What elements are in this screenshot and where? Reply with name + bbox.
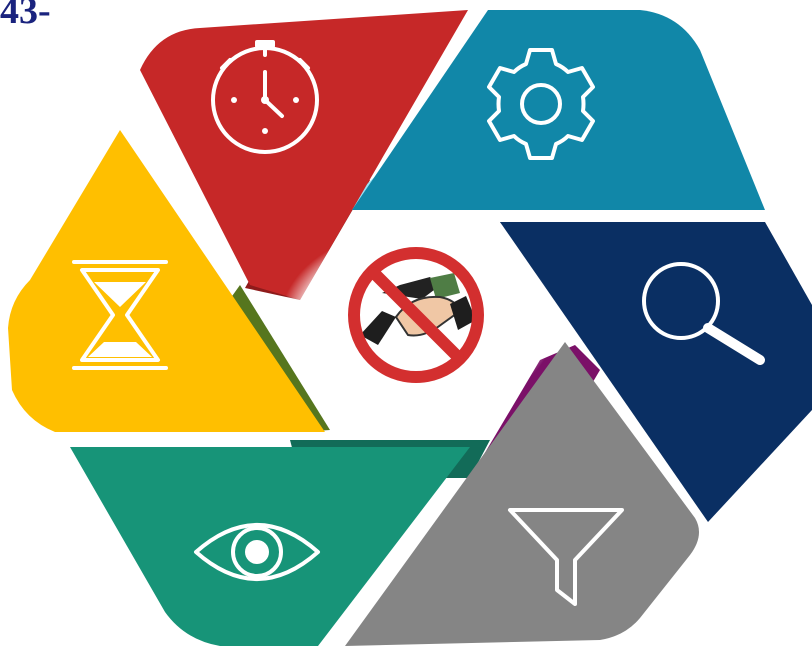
hourglass-icon — [72, 260, 168, 370]
funnel-icon — [508, 508, 624, 606]
page-label: 43- — [0, 0, 51, 32]
eye-icon — [194, 523, 320, 581]
segment-view — [70, 447, 470, 646]
gear-icon — [487, 48, 595, 160]
segment-filter — [345, 342, 699, 646]
segment-search — [500, 222, 812, 522]
segment-timer — [140, 10, 468, 300]
magnifier-icon — [642, 262, 765, 365]
segment-time — [8, 130, 325, 432]
stopwatch-icon — [211, 40, 319, 154]
no-bribery-icon — [344, 243, 488, 387]
